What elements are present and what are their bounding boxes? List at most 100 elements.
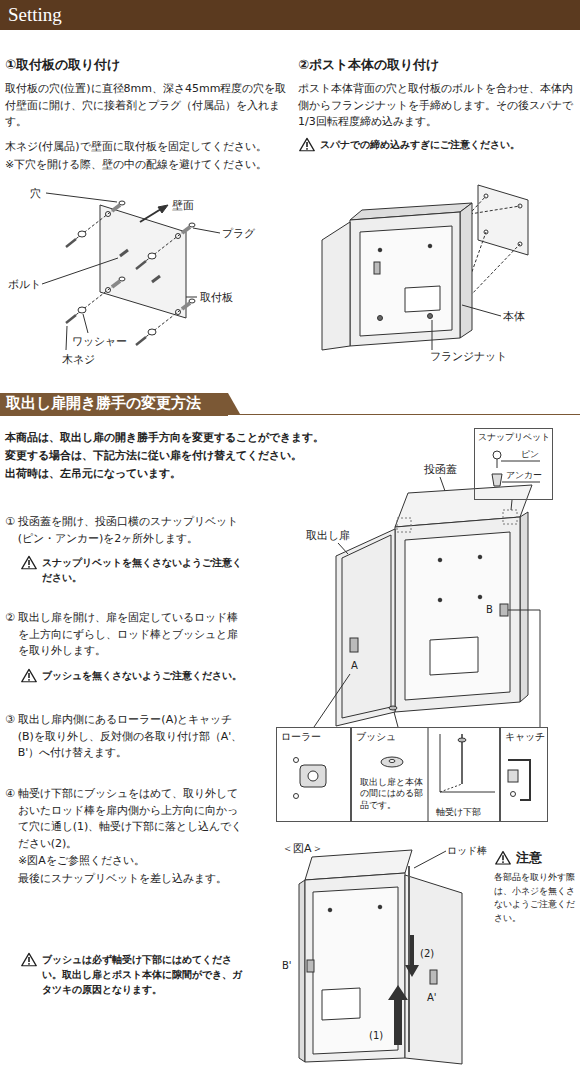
post-body-figure	[462, 305, 501, 316]
part-label: 取付板	[200, 290, 233, 307]
mailbox-figure	[520, 512, 528, 702]
mounting-plate-figure	[112, 205, 120, 211]
post-body-figure	[432, 320, 433, 350]
detail-drawings	[440, 784, 462, 792]
caution-text: スナップリベットを無くさないようご注意ください。	[42, 555, 242, 585]
callout-letter: A	[351, 658, 358, 673]
figure-a	[408, 866, 410, 1052]
post-body-figure	[478, 185, 528, 255]
node-text: 取出し扉開き勝手の変更方法	[6, 394, 201, 413]
mounting-plate-figure	[189, 299, 195, 303]
callout-number: (1)	[369, 1028, 383, 1043]
post-body-figure	[374, 262, 380, 274]
post-body-figure	[322, 185, 528, 350]
intro-text: 出荷時は、左吊元になっています。	[5, 466, 335, 483]
detail-drawings	[294, 758, 299, 763]
detail-drawings	[294, 451, 541, 822]
detail-drawings	[389, 760, 395, 763]
callout-letter: A'	[427, 990, 437, 1005]
mounting-plate-figure	[100, 205, 186, 318]
part-label: プラグ	[222, 226, 255, 243]
detail-drawings	[511, 792, 516, 797]
mounting-plate-figure	[83, 314, 88, 333]
mailbox-figure	[440, 477, 445, 491]
mounting-plate-figure	[119, 201, 125, 205]
detail-box: ローラー	[276, 727, 351, 822]
node-text: ピン	[521, 449, 539, 460]
caution-icon	[496, 852, 511, 865]
figure-a	[313, 887, 398, 1054]
mounting-plate-figure	[119, 277, 125, 281]
detail-drawings	[502, 482, 540, 483]
mailbox-figure	[336, 529, 395, 726]
detail-drawings	[493, 451, 501, 459]
mailbox-figure	[438, 598, 442, 602]
callout-number: (2)	[420, 946, 434, 961]
figure-a	[430, 970, 437, 984]
caution-icon	[22, 953, 37, 966]
callout-letter: B'	[282, 958, 292, 973]
detail-drawings	[508, 770, 518, 782]
mailbox-figure	[338, 543, 348, 554]
detail-drawings	[381, 757, 403, 767]
part-label: ワッシャー	[72, 334, 127, 351]
mailbox-figure	[511, 500, 512, 510]
mailbox-figure	[503, 510, 517, 524]
caution-icon	[22, 669, 37, 682]
mailbox-figure	[430, 637, 478, 675]
mounting-plate-figure	[182, 303, 190, 309]
detail-drawings	[440, 734, 495, 792]
callout-letter: B	[486, 602, 493, 617]
part-label: 木ネジ	[62, 352, 95, 369]
mounting-plate-figure	[66, 239, 76, 247]
post-body-figure	[378, 248, 382, 252]
part-label: ボルト	[8, 277, 41, 294]
section-band: 取出し扉開き勝手の変更方法	[0, 393, 228, 416]
node-text: 取出し扉と本体の間にはめる部品です。	[360, 777, 426, 811]
part-label: 取出し扉	[306, 528, 350, 545]
mailbox-figure	[438, 558, 442, 562]
band-arrow	[228, 393, 240, 414]
mounting-plate-figure	[182, 227, 190, 233]
post-body-figure	[405, 286, 440, 312]
step-text: ① 投函蓋を開け、投函口横のスナップリベット(ピン・アンカー)を2ヶ所外します。	[5, 514, 243, 547]
mounting-plate-figure	[120, 250, 128, 256]
node-text: ローラー	[281, 731, 321, 744]
detail-box: ブッシュ取出し扉と本体の間にはめる部品です。軸受け下部	[351, 727, 500, 822]
mounting-plate-figure	[68, 203, 122, 245]
detail-drawings	[497, 459, 498, 468]
mailbox-figure	[478, 555, 482, 559]
detail-drawings	[458, 738, 466, 742]
figure-a	[378, 905, 382, 909]
figure-label: ＜図A＞	[282, 841, 323, 858]
note-text: ※下穴を開ける際、壁の中の配線を避けてください。	[5, 157, 290, 174]
instruction-text: 取付板の穴(位置)に直径8mm、深さ45mm程度の穴を取付壁面に開け、穴に接着剤…	[5, 81, 290, 131]
mailbox-figure	[395, 517, 520, 712]
intro-text: 変更する場合は、下記方法に従い扉を付け替えてください。	[5, 448, 335, 465]
band-arrow	[0, 393, 580, 415]
mailbox-figure	[350, 638, 358, 652]
mounting-plate-figure	[46, 193, 117, 202]
mailbox-figure	[478, 595, 482, 599]
node-text: アンカー	[506, 470, 542, 481]
detail-drawings	[508, 760, 530, 800]
caution-text: 各部品を取り外す際は、小ネジを無くさないようご注意ください。	[494, 871, 576, 925]
node-text: Setting	[8, 3, 62, 27]
section-band: Setting	[0, 0, 580, 30]
caution-icon	[300, 138, 315, 151]
mailbox-figure	[508, 610, 540, 727]
detail-drawings	[300, 765, 326, 787]
caution-icon	[22, 556, 37, 569]
mailbox-figure	[394, 712, 398, 727]
section-heading: ②ポスト本体の取り付け	[298, 55, 439, 75]
figure-a	[299, 880, 305, 1062]
figure-a	[307, 960, 314, 972]
mounting-plate-figure	[148, 329, 156, 335]
detail-drawings	[294, 794, 299, 799]
node-text: ブッシュ	[356, 731, 396, 744]
post-body-figure	[428, 244, 432, 248]
mailbox-figure	[397, 518, 411, 532]
mounting-plate-figure	[42, 258, 118, 284]
mounting-plate-figure	[140, 209, 161, 222]
